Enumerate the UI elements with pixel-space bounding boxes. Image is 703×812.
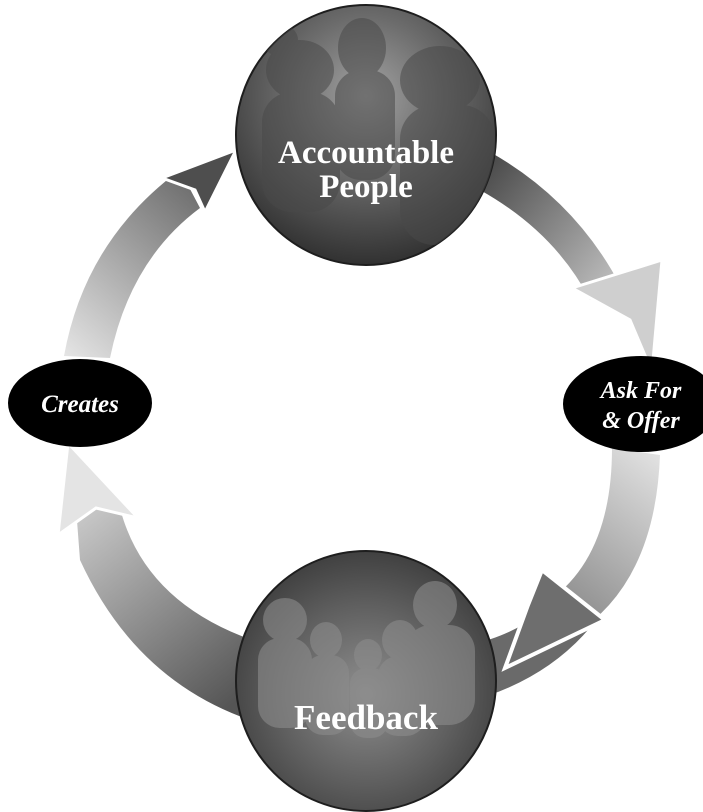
right-connector-line2: & Offer xyxy=(602,408,680,434)
bottom-node-label: Feedback xyxy=(294,698,438,737)
right-connector-line1: Ask For xyxy=(599,378,682,404)
ask-offer-connector: Ask For & Offer xyxy=(563,356,703,452)
arc-band-bottom-right xyxy=(550,448,660,640)
arc-arrow-bottom-right xyxy=(488,448,660,695)
arc-arrow-top-right xyxy=(480,152,664,373)
top-node-line1: Accountable xyxy=(278,135,454,171)
arc-arrow-top-left xyxy=(64,147,240,358)
top-node-line2: People xyxy=(319,169,412,205)
accountable-people-globe: Accountable People xyxy=(235,4,497,266)
arrowhead-bottom-right xyxy=(501,566,609,672)
arc-band-top-left xyxy=(64,170,200,358)
feedback-globe: Feedback xyxy=(235,550,497,812)
arc-band-top-right xyxy=(480,152,620,300)
arrowhead-top-left xyxy=(157,147,240,216)
people-silhouettes-top xyxy=(262,18,495,245)
arc-band-bottom-left xyxy=(72,455,252,720)
left-connector-label: Creates xyxy=(41,391,119,418)
creates-connector: Creates xyxy=(8,359,152,447)
arc-arrow-bottom-left xyxy=(56,439,252,720)
arrowhead-bottom-left xyxy=(56,439,143,539)
people-silhouettes-bottom xyxy=(258,581,475,738)
